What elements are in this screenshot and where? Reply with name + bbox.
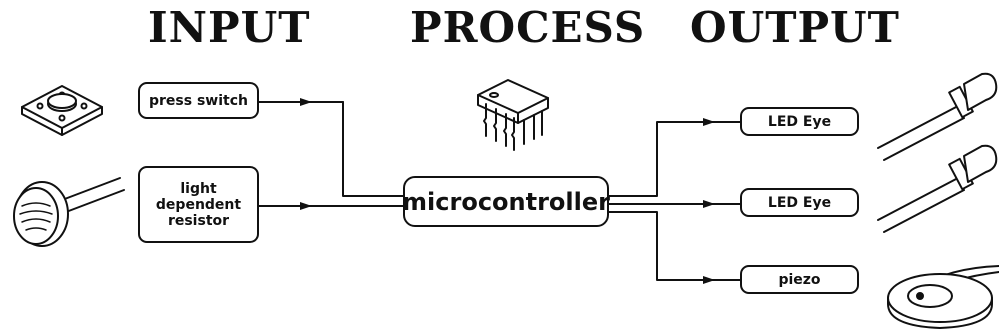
connector-led-eye-1 [608,118,741,197]
microchip-icon [477,79,549,151]
led-icon [877,144,998,233]
output-heading: OUTPUT [690,3,900,52]
connector-press-switch [258,98,404,197]
push-button-switch-icon [21,85,103,136]
connector-led-eye-2 [608,200,741,208]
led-eye-block-1: LED Eye [740,107,859,136]
press-switch-block: press switch [138,82,259,119]
input-heading: INPUT [148,3,311,52]
light-dependent-resistor-block: light dependent resistor [138,166,259,243]
process-heading: PROCESS [410,3,646,52]
connector-ldr [258,202,404,210]
piezo-block: piezo [740,265,859,294]
light-dependent-resistor-icon [13,177,125,247]
led-icon [877,72,998,161]
led-eye-block-2: LED Eye [740,188,859,217]
connector-piezo [608,211,741,284]
microcontroller-block: microcontroller [402,176,610,227]
piezo-buzzer-icon [887,265,999,329]
